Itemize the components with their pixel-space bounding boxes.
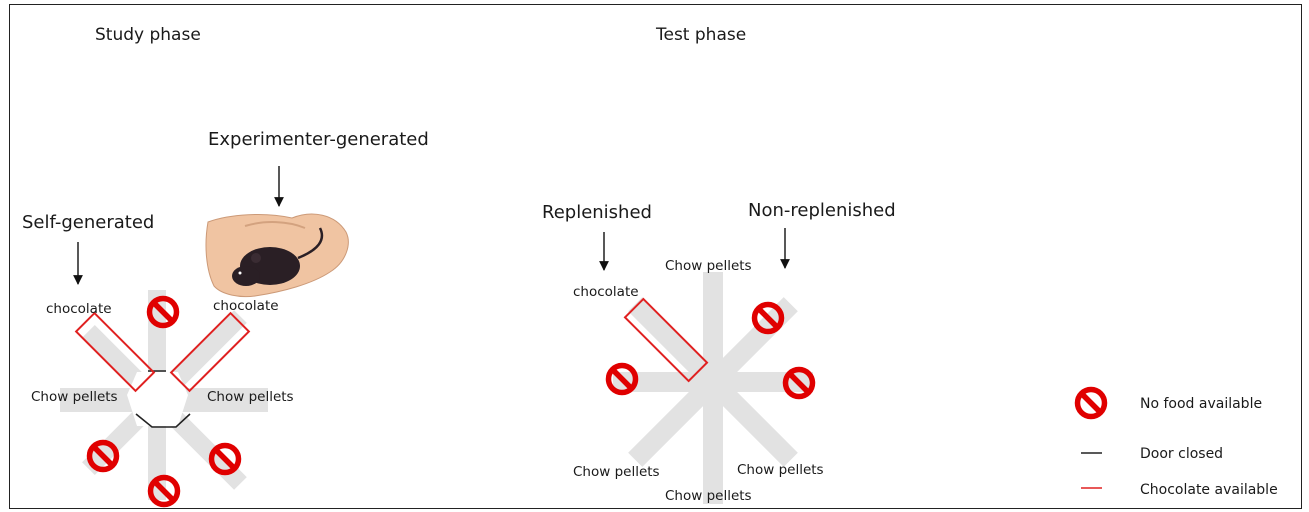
legend-no-food-label: No food available [1140,396,1262,412]
test-chocolate-label: chocolate [573,284,639,300]
test-arm-diagonal-2 [628,297,798,467]
study-chocolate-right-label: chocolate [213,298,279,314]
experimenter-generated-label: Experimenter-generated [208,129,429,150]
figure-frame [9,4,1302,509]
study-chocolate-arm-right [169,311,251,393]
non-replenished-label: Non-replenished [748,200,896,221]
test-chow-top-label: Chow pellets [665,258,752,274]
legend-no-food-icon [1078,390,1105,417]
study-phase-title: Study phase [95,25,201,45]
rat-tail [297,227,324,260]
legend: No food available Door closed Chocolate … [1078,390,1278,498]
replenished-label: Replenished [542,202,652,223]
legend-door-label: Door closed [1140,446,1223,462]
test-chow-bottom-right-label: Chow pellets [737,462,824,478]
test-chow-bottom-label: Chow pellets [665,488,752,504]
study-chow-left-label: Chow pellets [31,389,118,405]
test-phase-title: Test phase [655,25,746,45]
legend-chocolate-label: Chocolate available [1140,482,1278,498]
test-chow-bottom-left-label: Chow pellets [573,464,660,480]
test-maze [613,272,813,504]
study-door-bottom [135,413,191,428]
test-chocolate-arm [623,297,709,383]
study-chow-right-label: Chow pellets [207,389,294,405]
study-chocolate-left-label: chocolate [46,301,112,317]
study-maze [60,290,268,500]
hand-holding-rat-image [205,213,349,298]
self-generated-label: Self-generated [22,212,154,233]
study-chocolate-arm-left [74,311,156,393]
